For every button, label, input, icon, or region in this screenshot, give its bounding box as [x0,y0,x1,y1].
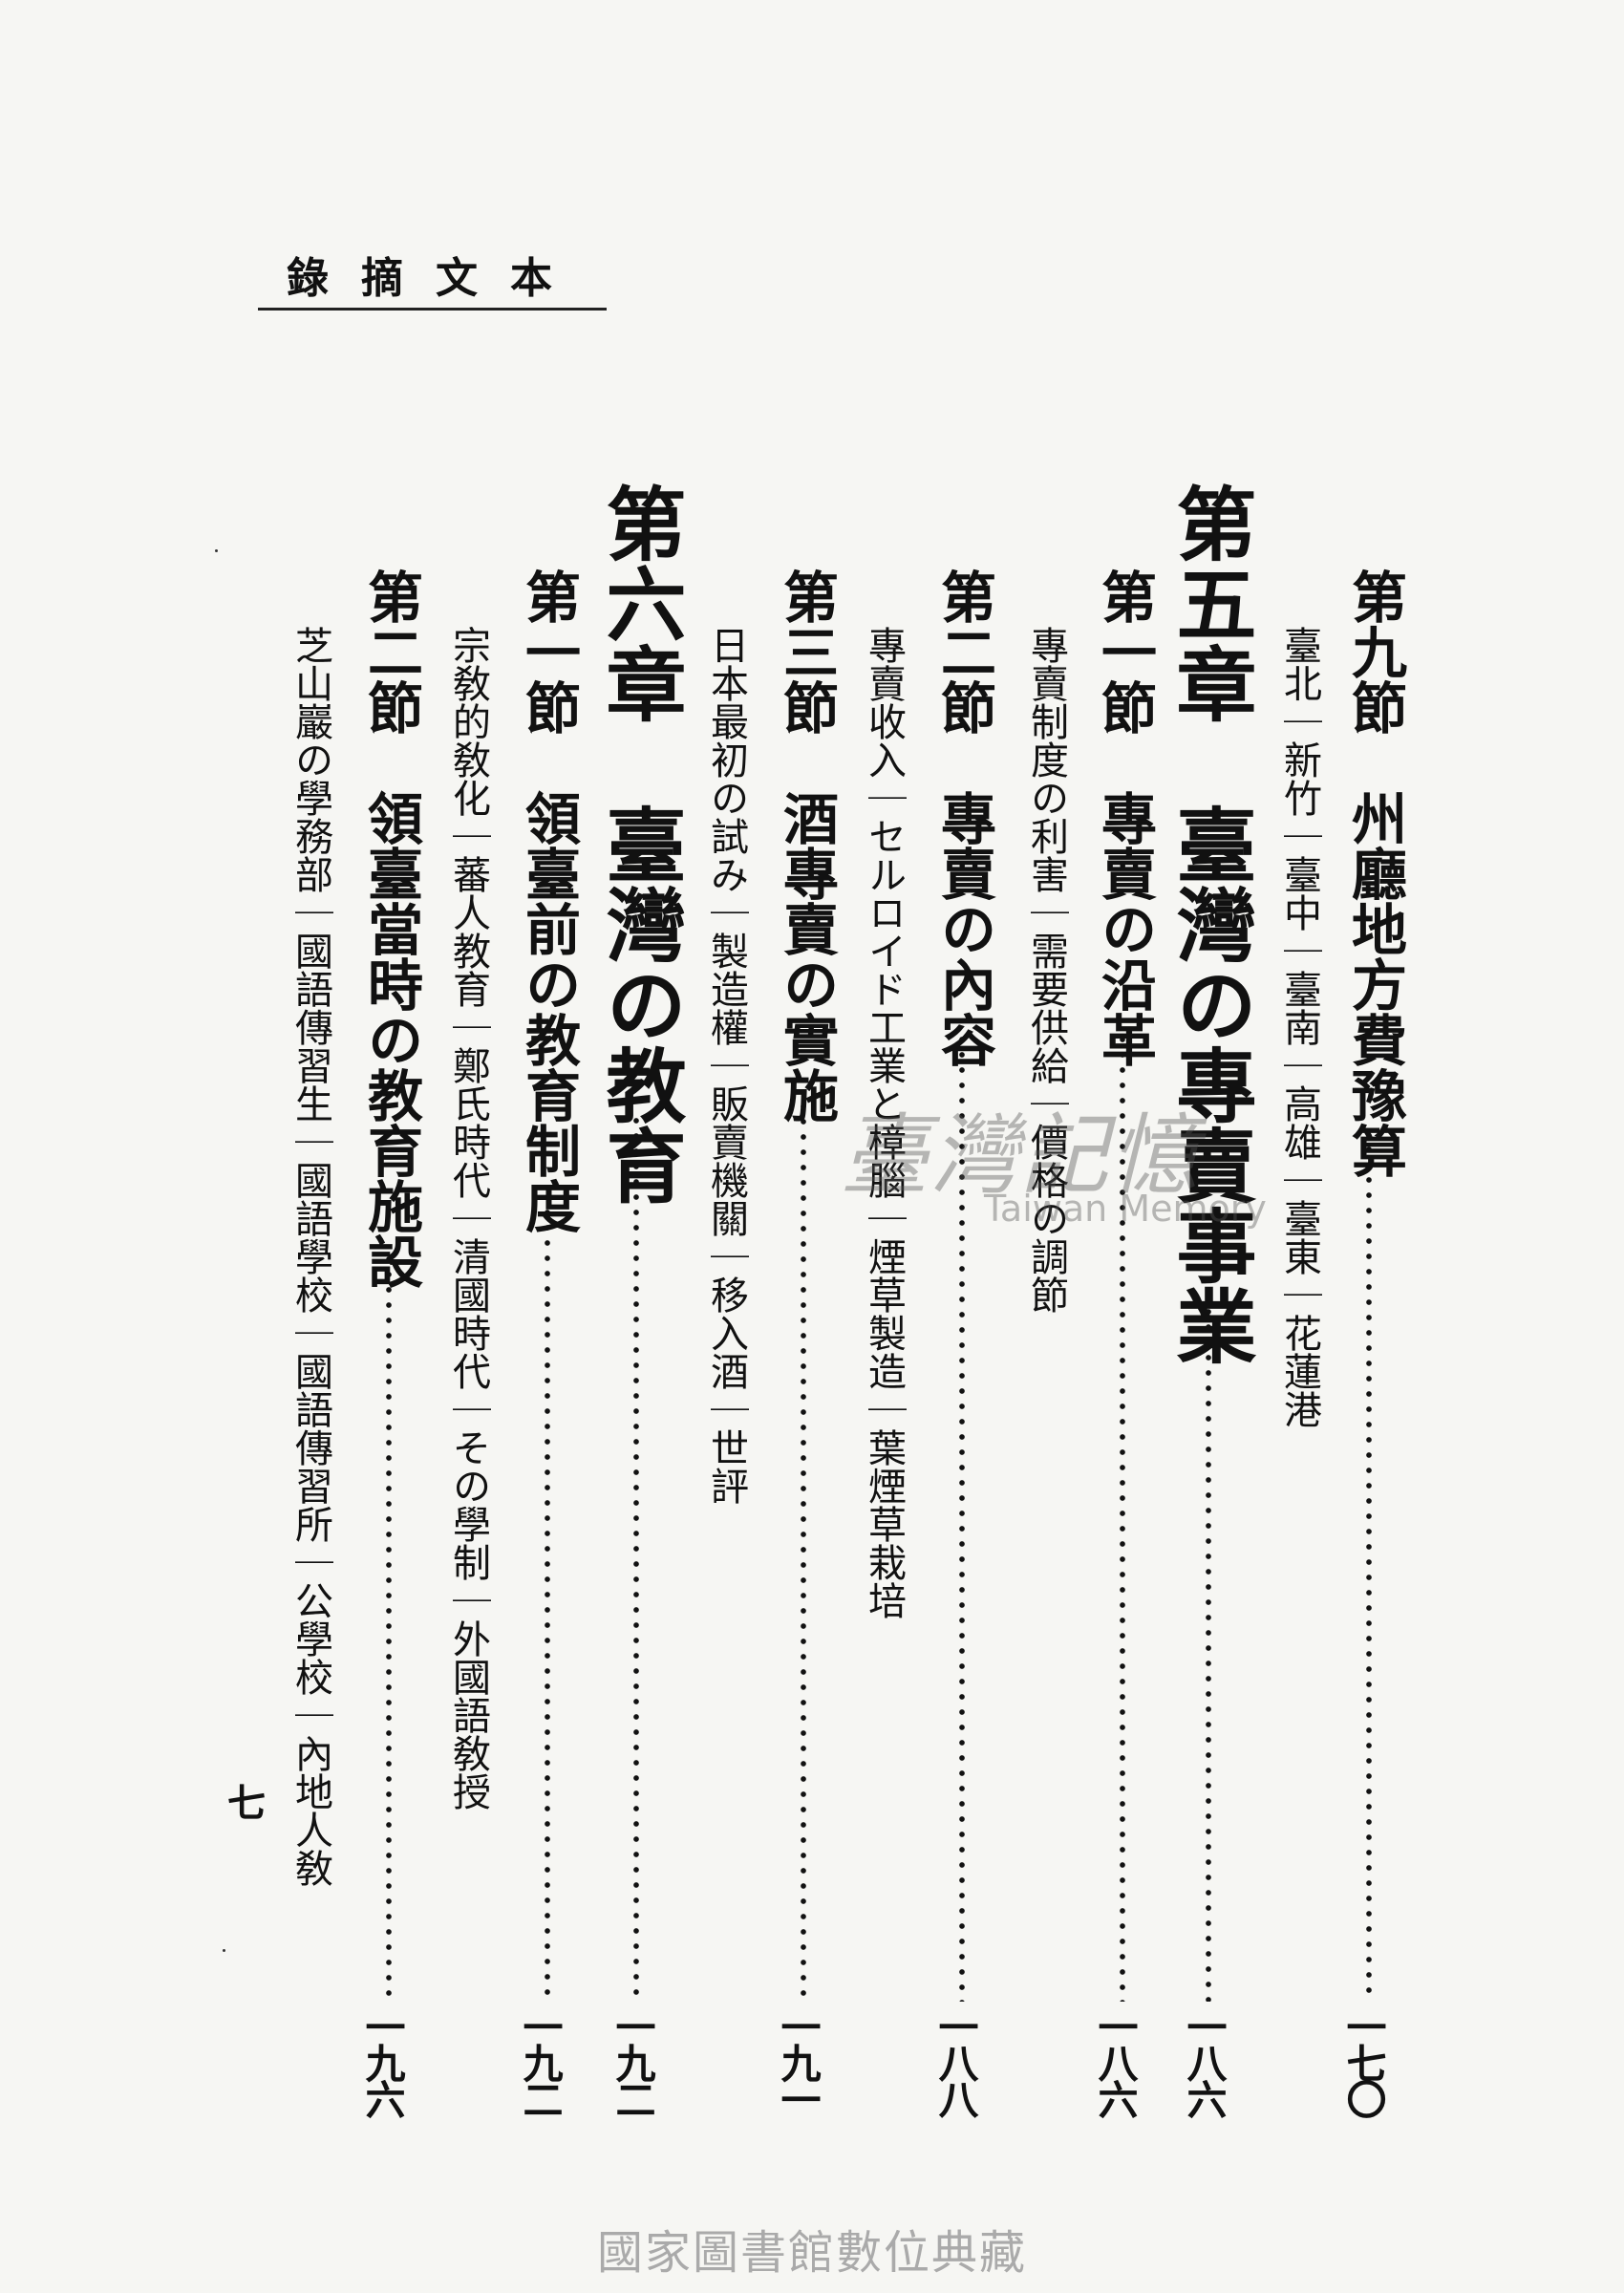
watermark: 臺灣記憶 Taiwan Memory [841,1084,1267,1230]
toc-subtopics: 臺北｜新竹｜臺中｜臺南｜高雄｜臺東｜花蓮港 [1277,626,1321,1428]
toc-subtopics: 日本最初の試み｜製造權｜販賣機關｜移入酒｜世評 [704,626,748,1505]
page-number: 一九六 [359,2006,406,2115]
leader-dots [801,1099,806,2002]
scan-speck [223,1949,225,1952]
page-number: 一九二 [609,2006,656,2115]
page-number: 一八六 [1092,2006,1139,2115]
toc-section-9: 第九節 州廳地方費豫算 [1342,568,1407,1178]
leader-dots [633,1113,639,2002]
toc-section: 第二節 專賣の內容 [931,568,996,1067]
page-number: 一八八 [932,2006,979,2115]
header-rule [258,308,607,311]
page-number: 一九二 [517,2006,564,2115]
leader-dots [1366,1142,1372,2002]
page-number: 一七〇 [1340,2006,1387,2115]
leader-dots [545,1189,550,2002]
scan-speck [215,549,218,552]
toc-subtopics: 芝山巖の學務部｜國語傳習生｜國語學校｜國語傳習所｜公學校｜內地人敎 [288,626,332,1887]
toc-subtopics: 專賣制度の利害｜需要供給｜價格の調節 [1024,626,1068,1314]
toc-section: 第一節 領臺前の教育制度 [516,568,581,1233]
leader-dots [1206,1304,1211,2002]
watermark-chinese: 臺灣記憶 [841,1104,1201,1207]
toc-subtopics: 專賣收入｜セルロイド工業と樟腦｜煙草製造｜葉煙草栽培 [862,626,906,1619]
toc-chapter-5: 第五章 臺灣の專賣事業 [1164,482,1258,1365]
folio-page-number: 七 [227,1781,266,1826]
footer-archive-label: 國家圖書館數位典藏 [596,2226,1027,2280]
toc-section: 第三節 酒專賣の實施 [774,568,839,1123]
toc-chapter-6: 第六章 臺灣の教育 [593,482,688,1205]
page-number: 一八六 [1181,2006,1228,2115]
page-header-title: 本文摘錄 [287,254,585,303]
leader-dots [1120,1032,1125,2002]
leader-dots [959,1032,965,2002]
toc-section: 第一節 專賣の沿革 [1092,568,1157,1067]
watermark-english: Taiwan Memory [984,1188,1267,1230]
leader-dots [386,1252,392,2002]
toc-section: 第二節 領臺當時の教育施設 [358,568,423,1289]
toc-subtopics: 宗敎的敎化｜蕃人教育｜鄭氏時代｜清國時代｜その學制｜外國語敎授 [446,626,490,1811]
page-number: 一九一 [775,2006,822,2115]
